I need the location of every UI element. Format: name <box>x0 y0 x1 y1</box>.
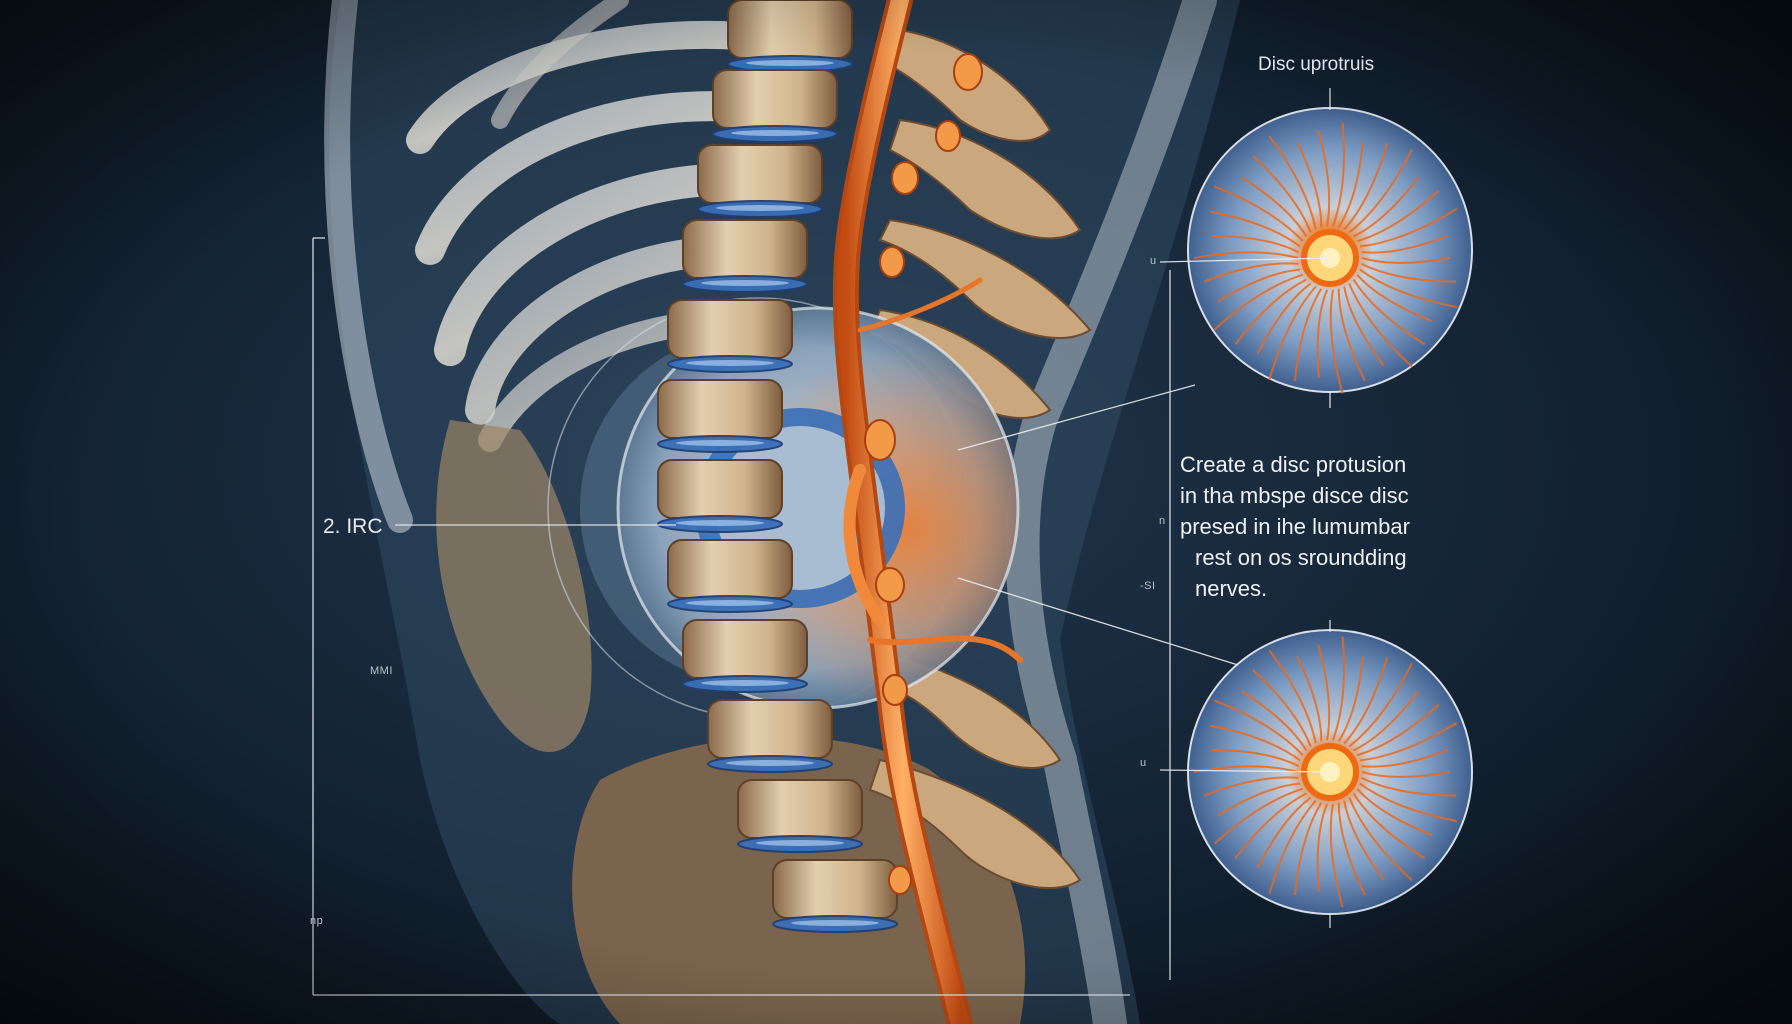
scale-mark-right-bottom: u <box>1140 757 1147 769</box>
caption-line: rest on os sroundding <box>1195 545 1407 570</box>
scale-mark-right-mid: -SI <box>1140 580 1156 592</box>
scale-mark-right-top: u <box>1150 255 1157 267</box>
scale-mark-left: MMI <box>370 665 393 677</box>
irc-callout-label: 2. IRC <box>323 515 383 538</box>
scale-mark-bottom-left: np <box>310 915 324 927</box>
caption-line: presed in ihe lumumbar <box>1180 514 1410 539</box>
disc-protrusion-title: Disc uprotruis <box>1258 54 1375 75</box>
scale-mark-right-tick: n <box>1159 515 1166 527</box>
caption-line: nerves. <box>1195 576 1268 601</box>
caption-line: in tha mbspe disce disc <box>1180 483 1409 508</box>
caption-text: Create a disc protusion in tha mbspe dis… <box>1180 449 1500 604</box>
caption-line: Create a disc protusion <box>1180 452 1407 477</box>
